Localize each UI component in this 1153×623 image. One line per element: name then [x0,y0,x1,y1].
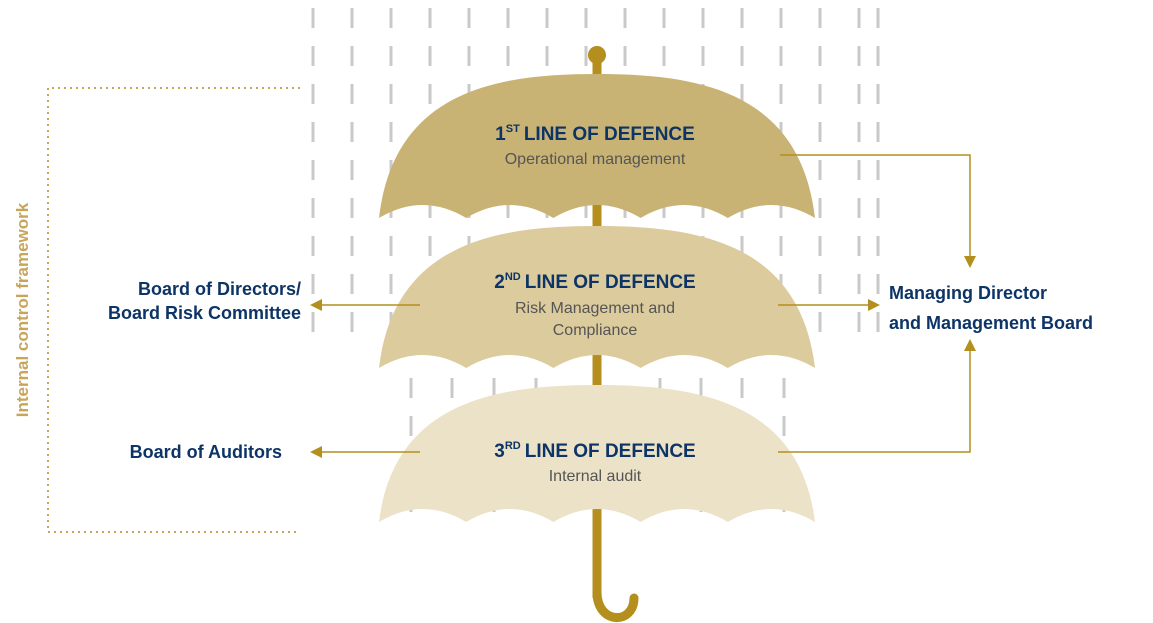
umbrella-tip [588,46,606,64]
framework-bracket [47,87,300,533]
third-line-description: Internal audit [549,468,642,485]
board-of-directors-label-line-2: Board Risk Committee [108,303,301,323]
second-line-description-line-2: Compliance [553,322,638,339]
framework-label: Internal control framework [13,202,32,417]
second-line-description-line-1: Risk Management and [515,300,675,317]
board-of-directors-label-line-1: Board of Directors/ [138,279,301,299]
umbrella-canopy-second-line [379,226,815,368]
arrow-first-line-to-management [780,154,976,268]
connector-arrows [310,154,976,458]
first-line-description: Operational management [505,151,686,168]
umbrella-hook [592,587,639,622]
umbrella-canopy-first-line [379,74,815,218]
managing-director-label-line-2: and Management Board [889,313,1093,333]
arrow-third-line-to-management [778,339,976,453]
umbrella-canopy-third-line [379,385,815,522]
managing-director-label-line-1: Managing Director [889,283,1047,303]
board-of-auditors-label: Board of Auditors [130,442,282,462]
